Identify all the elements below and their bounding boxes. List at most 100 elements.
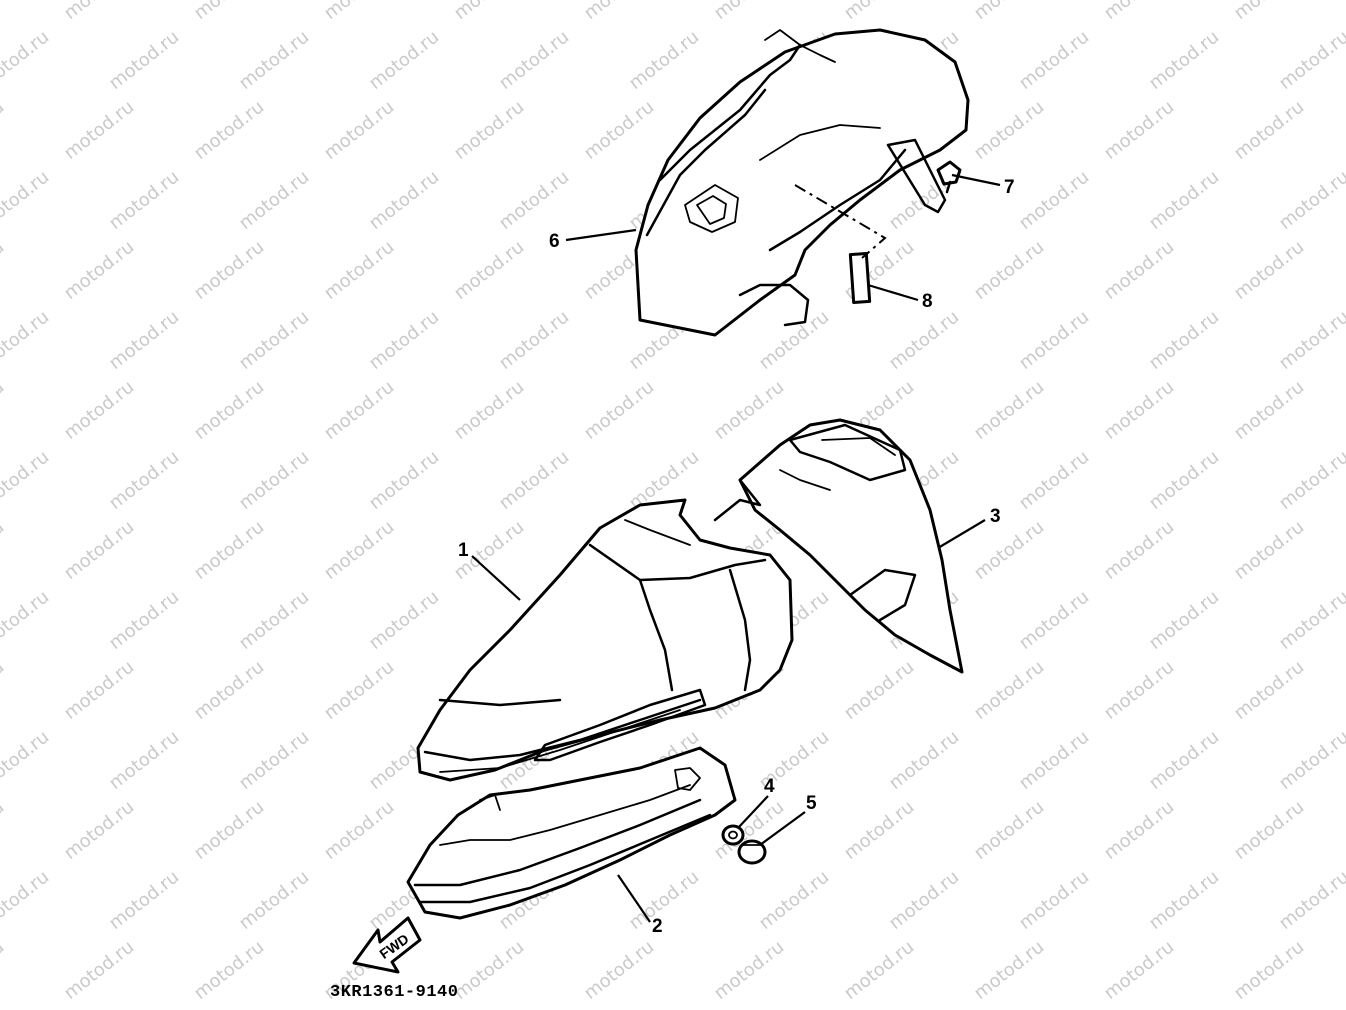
watermark-text: motod.ru	[450, 377, 528, 444]
watermark-text: motod.ru	[60, 797, 138, 864]
watermark-text: motod.ru	[190, 517, 268, 584]
watermark-text: motod.ru	[1145, 727, 1223, 794]
watermark-text: motod.ru	[1100, 0, 1178, 24]
watermark-text: motod.ru	[0, 867, 53, 934]
watermark-text: motod.ru	[450, 97, 528, 164]
watermark-text: motod.ru	[1100, 937, 1178, 1004]
watermark-text: motod.ru	[60, 0, 138, 24]
watermark-text: motod.ru	[970, 517, 1048, 584]
watermark-text: motod.ru	[190, 237, 268, 304]
leader-lines	[471, 173, 1001, 923]
watermark-text: motod.ru	[885, 307, 963, 374]
watermark-text: motod.ru	[60, 377, 138, 444]
callouts: 1 2 3 4 5 6 7 8	[458, 177, 1015, 937]
watermark-text: motod.ru	[1100, 97, 1178, 164]
placement-line	[794, 184, 887, 259]
watermark-text: motod.ru	[1230, 377, 1308, 444]
callout-4: 4	[764, 776, 775, 797]
part-8-label	[848, 252, 872, 304]
watermark-text: motod.ru	[450, 937, 528, 1004]
watermark-text: motod.ru	[970, 377, 1048, 444]
watermark-text: motod.ru	[1275, 727, 1346, 794]
leader-6	[565, 228, 637, 242]
watermark-text: motod.ru	[1100, 377, 1178, 444]
watermark-text: motod.ru	[1275, 587, 1346, 654]
watermark-text: motod.ru	[1145, 587, 1223, 654]
watermark-text: motod.ru	[1230, 657, 1308, 724]
watermark-text: motod.ru	[0, 657, 8, 724]
watermark-text: motod.ru	[1100, 237, 1178, 304]
watermark-text: motod.ru	[1015, 587, 1093, 654]
watermark-text: motod.ru	[970, 657, 1048, 724]
watermark-text: motod.ru	[840, 0, 918, 24]
watermark-text: motod.ru	[1015, 447, 1093, 514]
watermark-text: motod.ru	[105, 167, 183, 234]
watermark-text: motod.ru	[495, 307, 573, 374]
part-5-nut	[737, 839, 767, 865]
watermark-text: motod.ru	[625, 867, 703, 934]
watermark-text: motod.ru	[885, 867, 963, 934]
watermark-text: motod.ru	[840, 937, 918, 1004]
leader-7	[951, 173, 1001, 187]
watermark-text: motod.ru	[0, 447, 53, 514]
watermark-text: motod.ru	[755, 867, 833, 934]
watermark-text: motod.ru	[1275, 167, 1346, 234]
watermark-text: motod.ru	[365, 307, 443, 374]
watermark-text: motod.ru	[190, 97, 268, 164]
watermark-text: motod.ru	[1275, 867, 1346, 934]
watermark-text: motod.ru	[1145, 27, 1223, 94]
watermark-text: motod.ru	[970, 0, 1048, 24]
watermark-text: motod.ru	[365, 447, 443, 514]
watermark-text: motod.ru	[105, 867, 183, 934]
watermark-text: motod.ru	[320, 0, 398, 24]
watermark-text: motod.ru	[840, 657, 918, 724]
leader-1	[471, 555, 521, 601]
watermark-text: motod.ru	[1230, 0, 1308, 24]
watermark-text: motod.ru	[105, 727, 183, 794]
watermark-text: motod.ru	[580, 97, 658, 164]
watermark-text: motod.ru	[1015, 167, 1093, 234]
watermark-text: motod.ru	[0, 237, 8, 304]
watermark-text: motod.ru	[1145, 167, 1223, 234]
watermark-text: motod.ru	[495, 27, 573, 94]
watermark-text: motod.ru	[60, 517, 138, 584]
watermark-text: motod.ru	[1230, 97, 1308, 164]
watermark-text: motod.ru	[320, 517, 398, 584]
watermark-text: motod.ru	[970, 937, 1048, 1004]
leader-4	[737, 795, 769, 829]
watermark-text: motod.ru	[105, 27, 183, 94]
watermark-text: motod.ru	[105, 587, 183, 654]
part-1-front-fender	[416, 498, 794, 782]
leader-3	[937, 519, 986, 549]
watermark-text: motod.ru	[235, 867, 313, 934]
watermark-text: motod.ru	[580, 0, 658, 24]
leader-8	[867, 283, 919, 302]
watermark-text: motod.ru	[190, 377, 268, 444]
watermark-text: motod.ru	[710, 0, 788, 24]
leader-2	[617, 874, 651, 923]
watermark-text: motod.ru	[580, 937, 658, 1004]
watermark-text: motod.ru	[450, 0, 528, 24]
callout-1: 1	[458, 540, 469, 561]
watermark-text: motod.ru	[495, 447, 573, 514]
watermark-text: motod.ru	[320, 797, 398, 864]
watermark-text: motod.ru	[1015, 867, 1093, 934]
watermark-text: motod.ru	[105, 447, 183, 514]
callout-7: 7	[1004, 177, 1015, 198]
diagram-code: 3KR1361-9140	[330, 983, 458, 1002]
leader-5	[759, 811, 806, 846]
fwd-arrow: FWD	[352, 916, 422, 974]
watermark-text: motod.ru	[235, 27, 313, 94]
watermark-text: motod.ru	[235, 727, 313, 794]
watermark-text: motod.ru	[0, 727, 53, 794]
watermark-text: motod.ru	[60, 937, 138, 1004]
callout-6: 6	[549, 231, 560, 252]
part-3-front-fender-inner	[713, 418, 964, 674]
watermark-text: motod.ru	[1145, 447, 1223, 514]
watermark-text: motod.ru	[710, 937, 788, 1004]
watermark-text: motod.ru	[0, 587, 53, 654]
watermark-text: motod.ru	[1145, 307, 1223, 374]
watermark-text: motod.ru	[320, 237, 398, 304]
watermark-text: motod.ru	[365, 27, 443, 94]
